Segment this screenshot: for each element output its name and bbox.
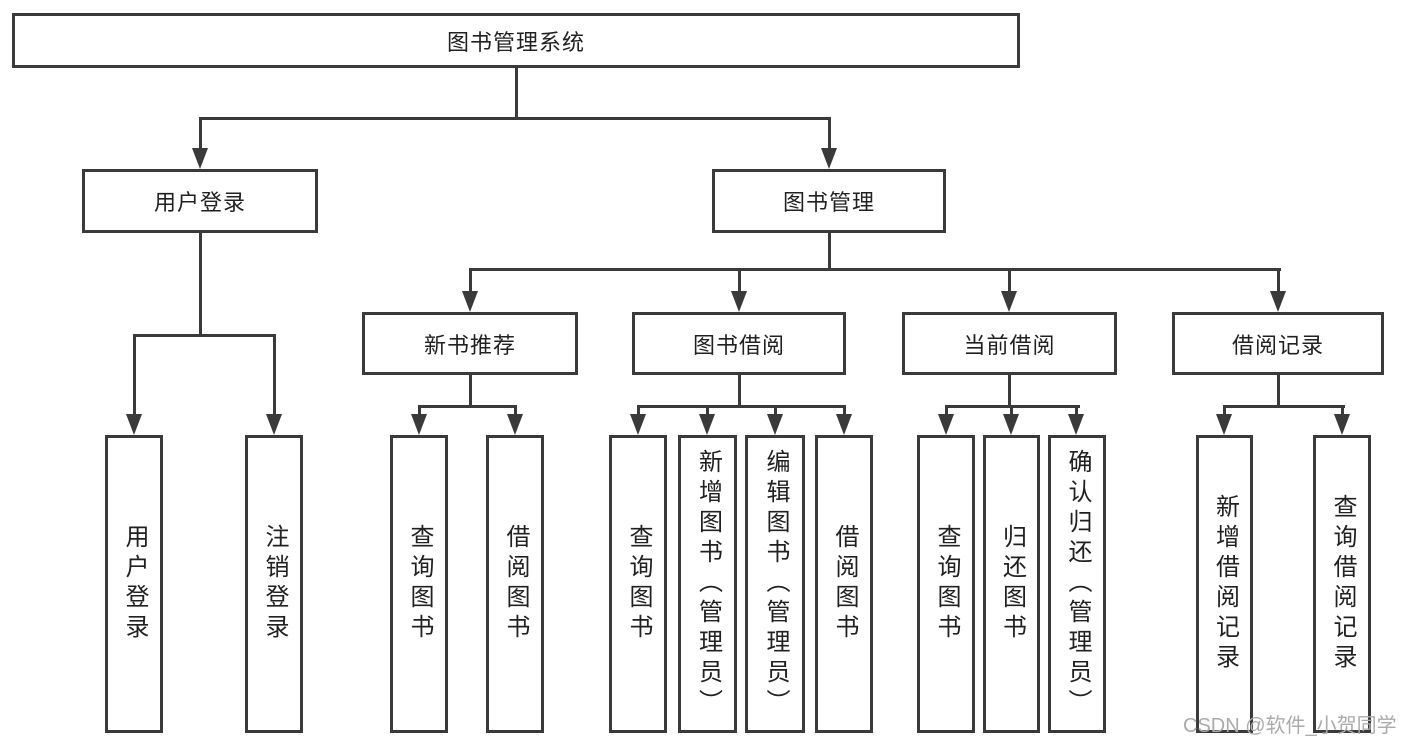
arrowhead-leaf-logout bbox=[266, 414, 282, 435]
node-user-login: 用户登录 bbox=[82, 169, 318, 233]
connector-to-leaf-logout-stem bbox=[273, 334, 276, 420]
leaf-borrowing-edit-admin-label: 编辑图书（管理员） bbox=[762, 449, 789, 719]
connector-to-borrowing-records-stem bbox=[1277, 268, 1280, 296]
node-root-label: 图书管理系统 bbox=[446, 29, 585, 55]
connector-user-login-branch bbox=[133, 334, 276, 337]
arrowhead-book-mgmt bbox=[821, 148, 837, 169]
arrowhead-nb-leaf1 bbox=[411, 414, 427, 435]
connector-root-stem bbox=[515, 68, 518, 118]
arrowhead-leaf-user-login bbox=[126, 414, 142, 435]
connector-cb-leaf1-stem bbox=[945, 405, 948, 419]
connector-user-login-stem bbox=[199, 233, 202, 335]
leaf-current-query: 查询图书 bbox=[917, 435, 975, 733]
leaf-newbooks-query-label: 查询图书 bbox=[406, 524, 433, 644]
leaf-records-query: 查询借阅记录 bbox=[1313, 435, 1371, 733]
connector-root-branch bbox=[199, 117, 831, 120]
connector-to-new-books-stem bbox=[469, 268, 472, 296]
connector-borrowing-records-stem2 bbox=[1277, 375, 1280, 408]
leaf-user-login: 用户登录 bbox=[105, 435, 163, 733]
node-book-management-label: 图书管理 bbox=[782, 190, 875, 215]
connector-to-current-borrowing-stem bbox=[1008, 268, 1011, 296]
arrowhead-bb-leaf3 bbox=[767, 414, 783, 435]
leaf-borrowing-query-label: 查询图书 bbox=[625, 524, 652, 644]
leaf-borrowing-edit-admin: 编辑图书（管理员） bbox=[745, 435, 805, 733]
leaf-current-return: 归还图书 bbox=[983, 435, 1040, 733]
arrowhead-book-borrowing bbox=[731, 291, 747, 312]
connector-borrowing-records-branch bbox=[1223, 405, 1345, 408]
arrowhead-bb-leaf4 bbox=[836, 414, 852, 435]
connector-to-book-borrowing-stem bbox=[738, 268, 741, 296]
leaf-current-query-label: 查询图书 bbox=[933, 524, 960, 644]
leaf-newbooks-borrow: 借阅图书 bbox=[486, 435, 544, 733]
leaf-borrowing-query: 查询图书 bbox=[609, 435, 667, 733]
arrowhead-br-leaf2 bbox=[1334, 414, 1350, 435]
connector-br-leaf1-stem bbox=[1223, 405, 1226, 419]
leaf-logout-label: 注销登录 bbox=[261, 524, 288, 644]
leaf-newbooks-borrow-label: 借阅图书 bbox=[502, 524, 529, 644]
node-current-borrowing-label: 当前借阅 bbox=[963, 332, 1056, 358]
arrowhead-br-leaf1 bbox=[1216, 414, 1232, 435]
arrowhead-nb-leaf2 bbox=[507, 414, 523, 435]
node-book-borrowing-label: 图书借阅 bbox=[692, 332, 785, 358]
arrowhead-user-login bbox=[192, 148, 208, 169]
node-user-login-label: 用户登录 bbox=[153, 190, 246, 215]
arrowhead-cb-leaf2 bbox=[1003, 414, 1019, 435]
leaf-current-return-label: 归还图书 bbox=[998, 524, 1026, 644]
connector-new-books-stem bbox=[469, 375, 472, 408]
node-borrowing-records: 借阅记录 bbox=[1172, 312, 1384, 375]
connector-bb-leaf4-stem bbox=[843, 405, 846, 419]
connector-to-user-login-stem bbox=[199, 117, 202, 153]
arrowhead-cb-leaf3 bbox=[1068, 414, 1084, 435]
arrowhead-current-borrowing bbox=[1001, 291, 1017, 312]
csdn-watermark: CSDN @软件_小贺同学 bbox=[1183, 715, 1397, 737]
leaf-current-confirm-admin: 确认归还（管理员） bbox=[1048, 435, 1106, 733]
leaf-user-login-label: 用户登录 bbox=[121, 524, 148, 644]
connector-book-borrowing-stem2 bbox=[738, 375, 741, 408]
connector-cb-leaf3-stem bbox=[1075, 405, 1078, 419]
arrowhead-bb-leaf2 bbox=[699, 414, 715, 435]
connector-br-leaf2-stem bbox=[1341, 405, 1344, 419]
connector-current-borrowing-stem2 bbox=[1008, 375, 1011, 408]
connector-to-book-mgmt-stem bbox=[828, 117, 831, 153]
connector-nb-leaf1-stem bbox=[418, 405, 421, 419]
connector-book-borrowing-branch bbox=[637, 405, 846, 408]
connector-book-mgmt-branch bbox=[469, 268, 1281, 271]
arrowhead-new-books bbox=[462, 291, 478, 312]
arrowhead-borrowing-records bbox=[1270, 291, 1286, 312]
node-borrowing-records-label: 借阅记录 bbox=[1231, 332, 1324, 358]
connector-cb-leaf2-stem bbox=[1010, 405, 1013, 419]
node-new-books-label: 新书推荐 bbox=[423, 332, 516, 358]
connector-to-leaf-user-login-stem bbox=[133, 334, 136, 420]
leaf-borrowing-borrow: 借阅图书 bbox=[815, 435, 873, 733]
node-new-books: 新书推荐 bbox=[362, 312, 578, 375]
node-book-management: 图书管理 bbox=[712, 169, 946, 233]
node-root: 图书管理系统 bbox=[12, 13, 1020, 68]
arrowhead-bb-leaf1 bbox=[630, 414, 646, 435]
leaf-records-add-label: 新增借阅记录 bbox=[1211, 494, 1239, 674]
leaf-current-confirm-admin-label: 确认归还（管理员） bbox=[1064, 449, 1091, 719]
leaf-records-query-label: 查询借阅记录 bbox=[1329, 494, 1356, 674]
leaf-borrowing-borrow-label: 借阅图书 bbox=[831, 524, 858, 644]
connector-new-books-branch bbox=[418, 405, 517, 408]
connector-bb-leaf1-stem bbox=[637, 405, 640, 419]
node-current-borrowing: 当前借阅 bbox=[902, 312, 1117, 375]
leaf-records-add: 新增借阅记录 bbox=[1196, 435, 1253, 733]
leaf-newbooks-query: 查询图书 bbox=[390, 435, 448, 733]
node-book-borrowing: 图书借阅 bbox=[632, 312, 846, 375]
arrowhead-cb-leaf1 bbox=[938, 414, 954, 435]
connector-bb-leaf3-stem bbox=[774, 405, 777, 419]
connector-bb-leaf2-stem bbox=[706, 405, 709, 419]
connector-nb-leaf2-stem bbox=[514, 405, 517, 419]
leaf-logout: 注销登录 bbox=[245, 435, 303, 733]
leaf-borrowing-add-admin-label: 新增图书（管理员） bbox=[694, 449, 722, 719]
leaf-borrowing-add-admin: 新增图书（管理员） bbox=[678, 435, 737, 733]
connector-book-mgmt-stem bbox=[828, 233, 831, 271]
